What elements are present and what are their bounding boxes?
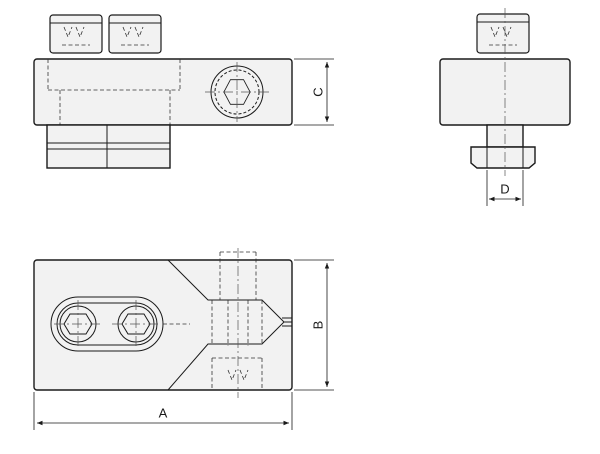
dimension-d-label: D bbox=[500, 181, 509, 196]
dimension-a-label: A bbox=[159, 405, 168, 420]
cap-screw-right bbox=[108, 14, 162, 54]
top-view: B A bbox=[33, 248, 334, 430]
dimension-a: A bbox=[33, 392, 293, 430]
side-cap-screw bbox=[476, 13, 530, 54]
cap-screw-left bbox=[49, 14, 103, 54]
front-body bbox=[33, 58, 293, 126]
side-jaw bbox=[470, 124, 536, 169]
front-view: C bbox=[33, 14, 334, 169]
dimension-b: B bbox=[294, 259, 334, 391]
hex-socket-head bbox=[205, 62, 269, 122]
dimension-b-label: B bbox=[310, 321, 325, 330]
dimension-d: D bbox=[486, 170, 524, 206]
dimension-c-label: C bbox=[310, 87, 325, 96]
front-jaw bbox=[46, 124, 171, 169]
side-view: D bbox=[439, 8, 571, 206]
top-cap-screw-left bbox=[54, 300, 102, 348]
top-cap-screw-right bbox=[112, 300, 160, 348]
dimension-c: C bbox=[294, 58, 334, 126]
